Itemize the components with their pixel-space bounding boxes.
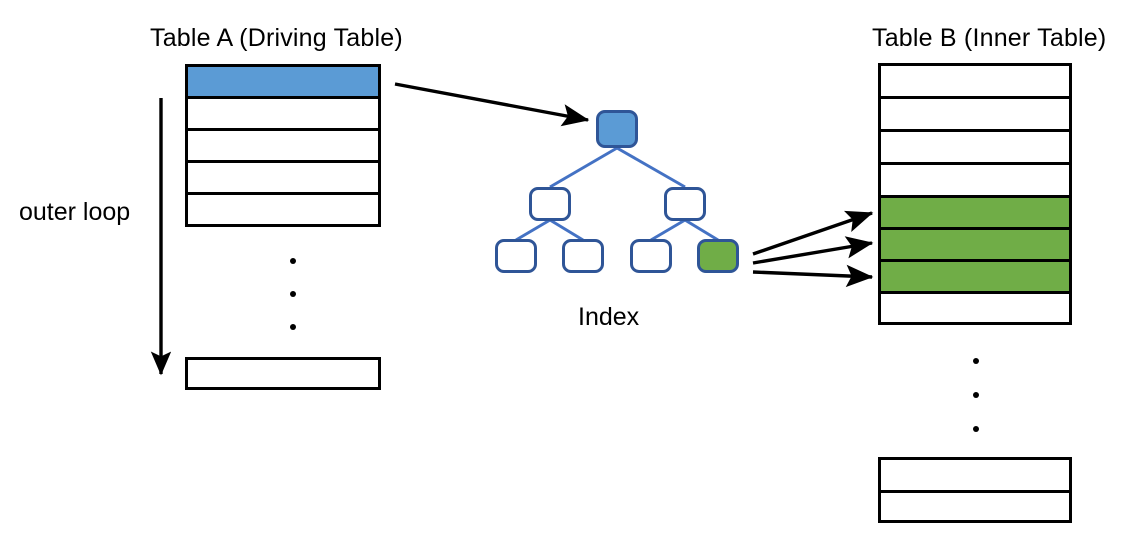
table-row[interactable] (881, 294, 1069, 322)
table-row[interactable] (881, 66, 1069, 99)
table-row[interactable] (188, 195, 378, 224)
table-row[interactable] (881, 132, 1069, 165)
index-node-branch-left[interactable] (529, 187, 571, 221)
table-b-ellipsis (972, 358, 980, 432)
table-row-matched[interactable] (881, 198, 1069, 230)
index-node-leaf-matched[interactable] (697, 239, 739, 273)
table-a-main-block (185, 64, 381, 227)
index-node-leaf-3[interactable] (630, 239, 672, 273)
ellipsis-dot (973, 358, 979, 364)
table-row-matched[interactable] (881, 262, 1069, 294)
table-row[interactable] (188, 99, 378, 131)
arrow-leaf-to-row-2 (752, 236, 874, 265)
tree-link (684, 218, 719, 242)
arrow-leaf-to-row-1 (752, 210, 874, 256)
index-node-root[interactable] (596, 110, 638, 148)
table-row[interactable] (881, 460, 1069, 493)
tree-link (616, 146, 686, 189)
table-row[interactable] (881, 165, 1069, 198)
tree-link (549, 146, 618, 189)
table-row[interactable] (188, 131, 378, 163)
ellipsis-dot (973, 426, 979, 432)
table-row-matched[interactable] (881, 230, 1069, 262)
table-row[interactable] (188, 67, 378, 99)
tree-link (515, 218, 551, 242)
ellipsis-dot (290, 258, 296, 264)
table-row[interactable] (881, 493, 1069, 520)
table-b-tail-block (878, 457, 1072, 523)
arrow-driving-row-to-index (394, 82, 590, 127)
tree-link (650, 218, 686, 242)
outer-loop-label: outer loop (19, 198, 131, 226)
index-node-leaf-2[interactable] (562, 239, 604, 273)
ellipsis-dot (290, 324, 296, 330)
ellipsis-dot (973, 392, 979, 398)
table-a-tail-block (185, 357, 381, 390)
table-b-title: Table B (Inner Table) (872, 24, 1107, 52)
table-row[interactable] (188, 163, 378, 195)
table-a-ellipsis (289, 258, 297, 330)
table-row[interactable] (188, 360, 378, 387)
table-a-title: Table A (Driving Table) (150, 24, 403, 52)
arrow-leaf-to-row-3 (752, 264, 874, 288)
index-node-leaf-1[interactable] (495, 239, 537, 273)
table-row[interactable] (881, 99, 1069, 132)
index-node-branch-right[interactable] (664, 187, 706, 221)
index-caption: Index (578, 303, 640, 331)
table-b-main-block (878, 63, 1072, 325)
ellipsis-dot (290, 291, 296, 297)
tree-link (549, 218, 584, 242)
